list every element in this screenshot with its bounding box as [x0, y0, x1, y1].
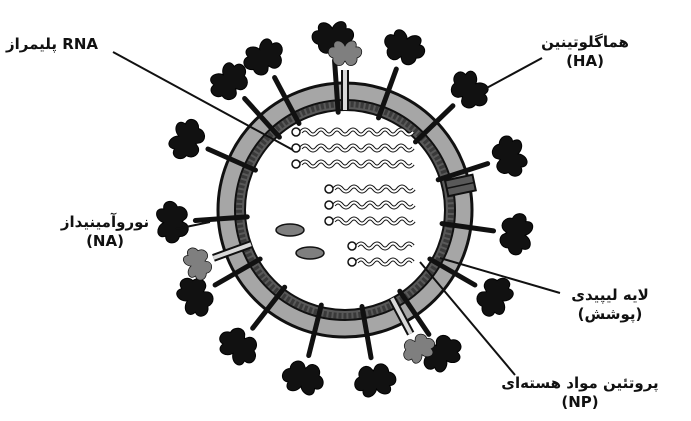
label-nucleoprotein: پروتئین مواد هسته‌ای (NP): [500, 374, 660, 412]
label-hemagglutinin: هماگلوتینین (HA): [530, 33, 640, 71]
inner-oval: [276, 224, 304, 236]
label-lipid-layer: لایه لیپیدی (پوشش): [555, 286, 665, 324]
nucleoprotein-text: پروتئین مواد هسته‌ای: [500, 374, 660, 393]
hemagglutinin-abbr: (HA): [530, 52, 640, 71]
label-rna-polymerase: RNA پلیمراز: [6, 35, 118, 54]
hemagglutinin-spike: [213, 287, 285, 371]
hemagglutinin-spike: [400, 291, 468, 377]
inner-oval: [296, 247, 324, 259]
nucleoprotein-abbr: (NP): [500, 393, 660, 412]
hemagglutinin-spike: [415, 64, 494, 142]
hemagglutinin-text: هماگلوتینین: [530, 33, 640, 52]
label-neuraminidase: نوروآمینیداز (NA): [40, 213, 170, 251]
neuraminidase-abbr: (NA): [40, 232, 170, 251]
lipid-layer-text: لایه لیپیدی: [555, 286, 665, 305]
neuraminidase-text: نوروآمینیداز: [40, 213, 170, 232]
lipid-layer-sub: (پوشش): [555, 305, 665, 324]
